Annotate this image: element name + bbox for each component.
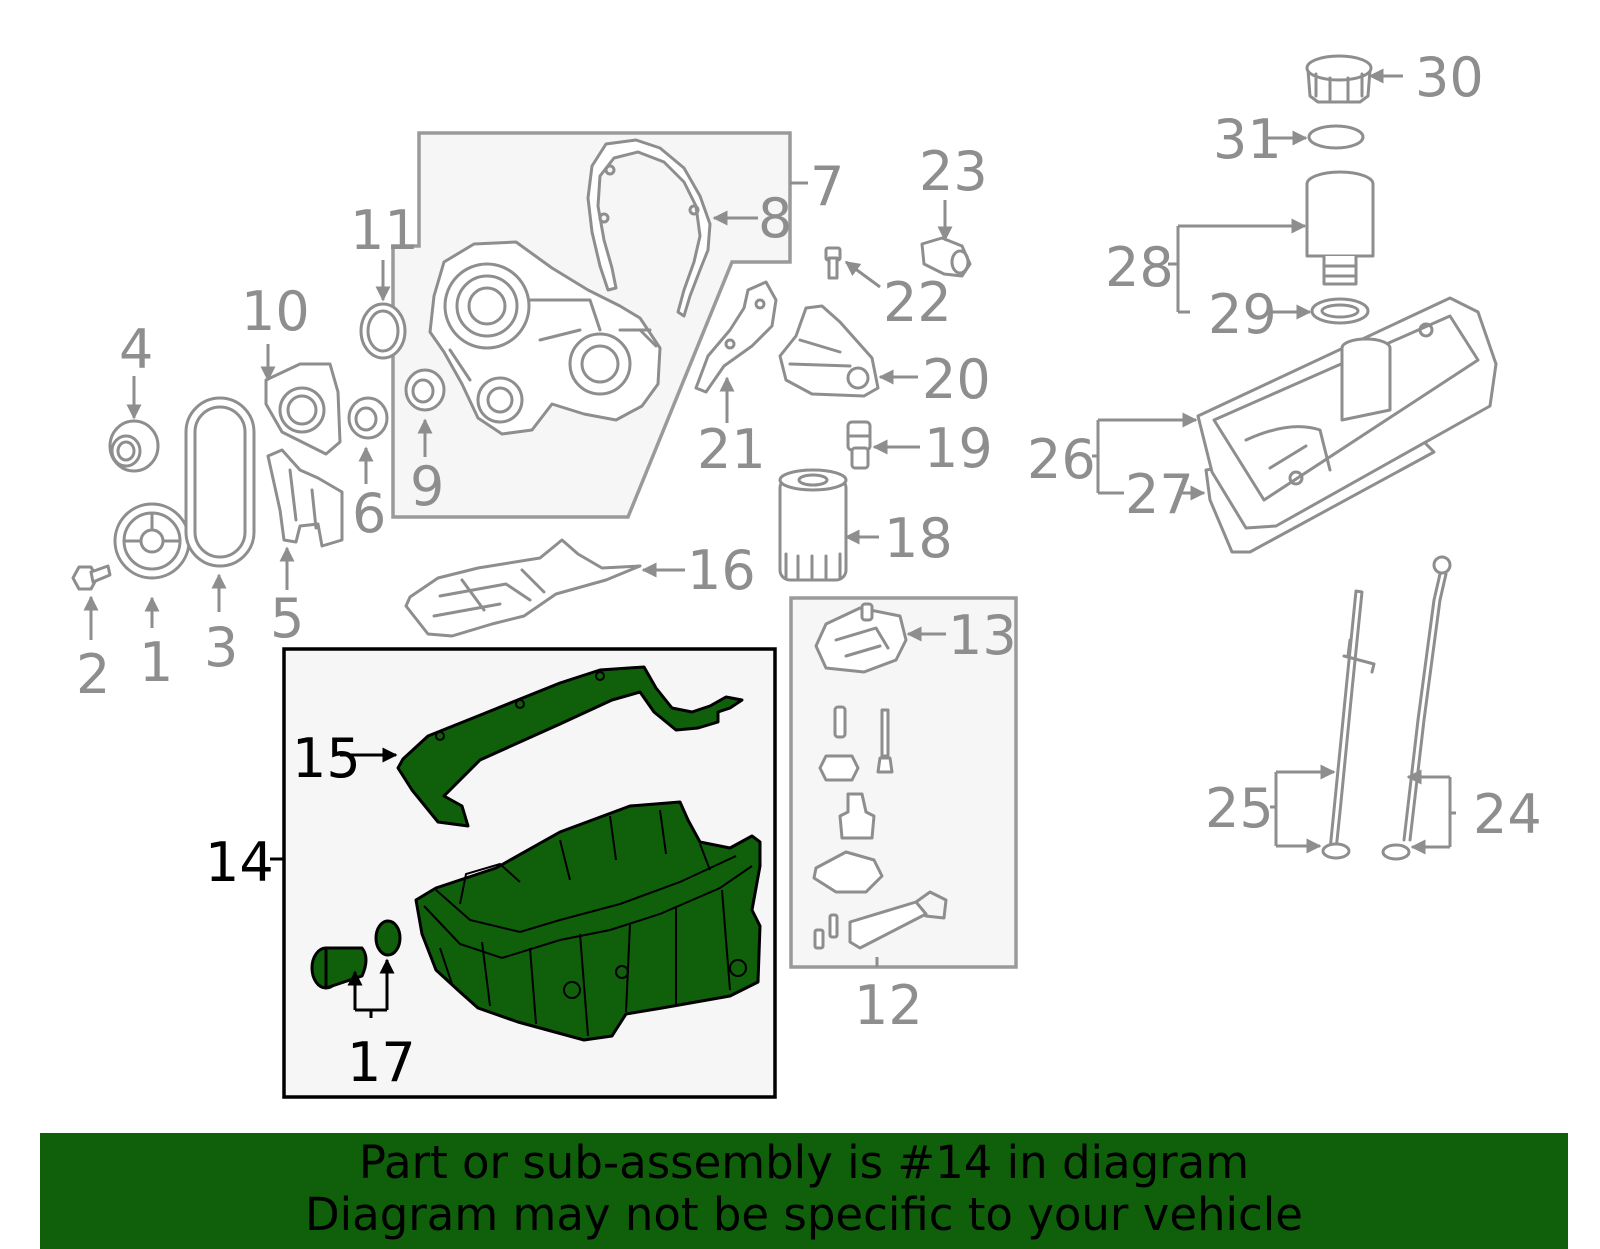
- callout-1[interactable]: 1: [139, 631, 173, 694]
- seal-9-part[interactable]: [404, 368, 446, 412]
- callout-labels: 1 2 3 4 5 6 7 8 9 10 11 12 13 14 15 16 1…: [76, 46, 1542, 1094]
- callout-11[interactable]: 11: [350, 199, 419, 262]
- timing-cover-part[interactable]: [428, 240, 662, 436]
- valve-cover-part[interactable]: [1196, 296, 1498, 530]
- callout-5[interactable]: 5: [270, 587, 304, 650]
- callout-9[interactable]: 9: [410, 455, 444, 518]
- callout-28[interactable]: 28: [1105, 236, 1174, 299]
- callout-10[interactable]: 10: [241, 280, 310, 343]
- callout-21[interactable]: 21: [697, 418, 766, 481]
- callout-16[interactable]: 16: [687, 539, 756, 602]
- callout-22[interactable]: 22: [883, 271, 952, 334]
- filler-tube-part[interactable]: [1305, 170, 1375, 286]
- timing-belt-part[interactable]: [184, 396, 256, 568]
- dipstick-part[interactable]: [1381, 555, 1452, 861]
- banner-line-2: Diagram may not be specific to your vehi…: [305, 1188, 1303, 1241]
- timing-cover-gasket-part[interactable]: [586, 138, 712, 318]
- oil-pump-components[interactable]: [812, 705, 948, 950]
- oil-pan-part[interactable]: [396, 665, 762, 1042]
- oil-filter-part[interactable]: [778, 468, 848, 582]
- callout-23[interactable]: 23: [919, 140, 988, 203]
- seal-6-part[interactable]: [347, 396, 389, 440]
- banner-line-1: Part or sub-assembly is #14 in diagram: [358, 1136, 1250, 1189]
- o-ring-11-part[interactable]: [359, 302, 407, 360]
- bracket-part[interactable]: [266, 448, 344, 548]
- callout-30[interactable]: 30: [1415, 46, 1484, 109]
- callout-26[interactable]: 26: [1027, 428, 1096, 491]
- crank-pulley-part[interactable]: [113, 502, 191, 580]
- callout-8[interactable]: 8: [758, 187, 792, 250]
- callout-2[interactable]: 2: [76, 643, 110, 706]
- water-pump-plate-part[interactable]: [264, 362, 342, 456]
- filter-adapter-part[interactable]: [778, 304, 880, 398]
- dipstick-tube-part[interactable]: [1321, 589, 1376, 860]
- callout-7[interactable]: 7: [810, 155, 844, 218]
- oil-pump-part[interactable]: [814, 602, 908, 674]
- callout-24[interactable]: 24: [1473, 783, 1542, 846]
- front-seal-part[interactable]: [108, 419, 160, 473]
- o-ring-29-part[interactable]: [1310, 297, 1370, 325]
- oil-baffle-part[interactable]: [404, 538, 642, 638]
- callout-15[interactable]: 15: [292, 727, 361, 790]
- callout-20[interactable]: 20: [922, 348, 991, 411]
- o-ring-31-part[interactable]: [1307, 124, 1365, 150]
- leader-lines: [83, 68, 1456, 1018]
- info-banner: Part or sub-assembly is #14 in diagram D…: [40, 1133, 1568, 1249]
- callout-13[interactable]: 13: [948, 604, 1017, 667]
- callout-17[interactable]: 17: [347, 1031, 416, 1094]
- callout-19[interactable]: 19: [924, 417, 993, 480]
- callout-29[interactable]: 29: [1208, 283, 1277, 346]
- callout-6[interactable]: 6: [352, 482, 386, 545]
- callout-12[interactable]: 12: [854, 974, 923, 1037]
- callout-4[interactable]: 4: [119, 318, 153, 381]
- callout-31[interactable]: 31: [1213, 108, 1282, 171]
- bolt-22-part[interactable]: [824, 246, 842, 280]
- callout-14[interactable]: 14: [205, 831, 274, 894]
- pulley-bolt-part[interactable]: [71, 564, 112, 591]
- oil-filler-cap-part[interactable]: [1305, 54, 1373, 104]
- callout-18[interactable]: 18: [884, 507, 953, 570]
- oil-fitting-part[interactable]: [846, 420, 872, 470]
- adapter-gasket-part[interactable]: [694, 280, 778, 394]
- callout-25[interactable]: 25: [1205, 777, 1274, 840]
- callout-3[interactable]: 3: [204, 616, 238, 679]
- callout-27[interactable]: 27: [1125, 463, 1194, 526]
